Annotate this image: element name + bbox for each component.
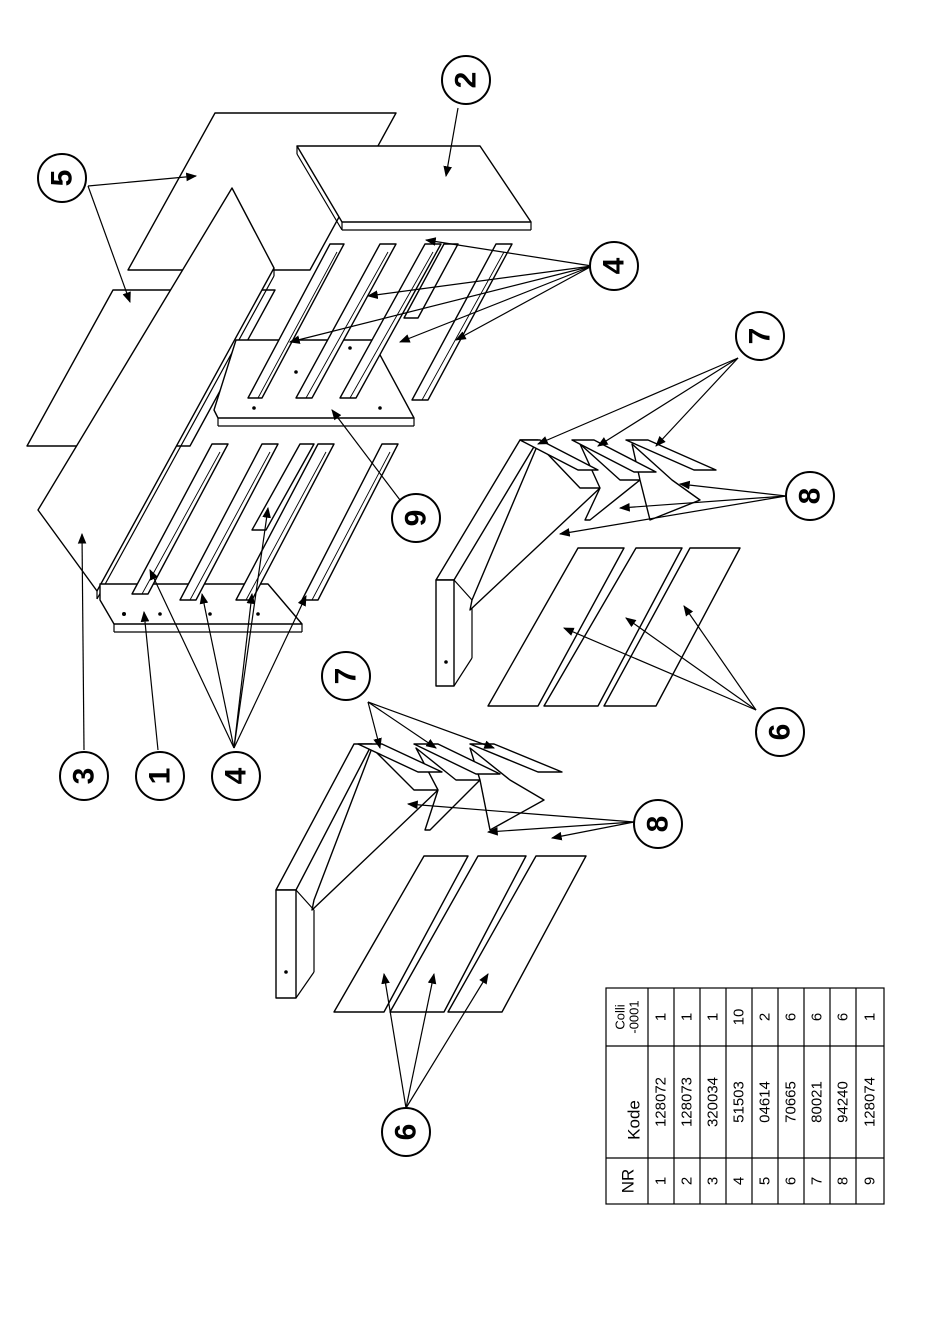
- callout-8-left: 8: [634, 800, 682, 848]
- callout-label-6-right: 6: [764, 724, 797, 741]
- callout-4-lower: 4: [212, 752, 260, 800]
- table-row: 2 128073 1: [679, 1013, 696, 1185]
- table-cell-colli: 6: [835, 1013, 852, 1021]
- callout-3: 3: [60, 752, 108, 800]
- table-cell-kode: 94240: [835, 1081, 852, 1123]
- table-cell-colli: 1: [862, 1013, 879, 1021]
- callout-label-1: 1: [144, 768, 177, 785]
- table-cell-kode: 128072: [653, 1077, 670, 1127]
- callout-label-2: 2: [450, 72, 483, 89]
- callout-4-upper: 4: [590, 242, 638, 290]
- callout-7-left: 7: [322, 652, 370, 700]
- table-row: 1 128072 1: [653, 1013, 670, 1185]
- table-cell-nr: 6: [783, 1177, 800, 1185]
- callout-label-3: 3: [68, 768, 101, 785]
- callout-8-right: 8: [786, 472, 834, 520]
- callout-label-7-right: 7: [744, 328, 777, 345]
- table-cell-nr: 5: [757, 1177, 774, 1185]
- table-cell-colli: 6: [809, 1013, 826, 1021]
- table-row: 3 320034 1: [705, 1013, 722, 1185]
- table-cell-kode: 70665: [783, 1081, 800, 1123]
- table-cell-kode: 128074: [862, 1077, 879, 1127]
- table-cell-kode: 128073: [679, 1077, 696, 1127]
- table-cell-nr: 2: [679, 1177, 696, 1185]
- table-row: 4 51503 10: [731, 1009, 748, 1186]
- table-row: 6 70665 6: [783, 1013, 800, 1185]
- table-cell-kode: 51503: [731, 1081, 748, 1123]
- table-cell-colli: 1: [653, 1013, 670, 1021]
- table-row: 8 94240 6: [835, 1013, 852, 1185]
- table-cell-colli: 1: [679, 1013, 696, 1021]
- table-cell-nr: 8: [835, 1177, 852, 1185]
- callout-9: 9: [392, 494, 440, 542]
- callout-7-right: 7: [736, 312, 784, 360]
- table-row: 7 80021 6: [809, 1013, 826, 1185]
- drawer-unit-left: [276, 744, 586, 1012]
- table-header-nr: NR: [619, 1169, 638, 1194]
- table-cell-colli: 6: [783, 1013, 800, 1021]
- callout-5: 5: [38, 154, 86, 202]
- callout-label-6-left: 6: [390, 1124, 423, 1141]
- callout-label-8-left: 8: [642, 816, 675, 833]
- callout-label-5: 5: [46, 170, 79, 187]
- table-cell-nr: 3: [705, 1177, 722, 1185]
- callout-label-4-upper: 4: [598, 257, 631, 274]
- table-header-kode: Kode: [625, 1100, 644, 1140]
- table-cell-colli: 2: [757, 1013, 774, 1021]
- callout-1: 1: [136, 752, 184, 800]
- table-cell-nr: 7: [809, 1177, 826, 1185]
- table-row: 9 128074 1: [862, 1013, 879, 1185]
- table-cell-kode: 320034: [705, 1077, 722, 1127]
- callout-label-9: 9: [400, 510, 433, 527]
- table-cell-nr: 1: [653, 1177, 670, 1185]
- table-cell-nr: 4: [731, 1177, 748, 1185]
- table-row: 5 04614 2: [757, 1013, 774, 1185]
- table-cell-kode: 04614: [757, 1081, 774, 1123]
- table-cell-kode: 80021: [809, 1081, 826, 1123]
- parts-table: NR Kode Colli -0001 1 128072 1 2 128073 …: [606, 988, 884, 1204]
- callout-label-7-left: 7: [330, 668, 363, 685]
- callout-label-8-right: 8: [794, 488, 827, 505]
- callout-6-left: 6: [382, 1108, 430, 1156]
- callout-2: 2: [442, 56, 490, 104]
- table-header-colli-sub: -0001: [627, 1000, 642, 1033]
- table-header-colli: Colli: [613, 1004, 628, 1029]
- table-cell-colli: 1: [705, 1013, 722, 1021]
- callout-6-right: 6: [756, 708, 804, 756]
- rail-group-lower: [132, 444, 398, 600]
- callout-label-4-lower: 4: [220, 767, 253, 784]
- table-cell-nr: 9: [862, 1177, 879, 1185]
- table-cell-colli: 10: [731, 1009, 748, 1026]
